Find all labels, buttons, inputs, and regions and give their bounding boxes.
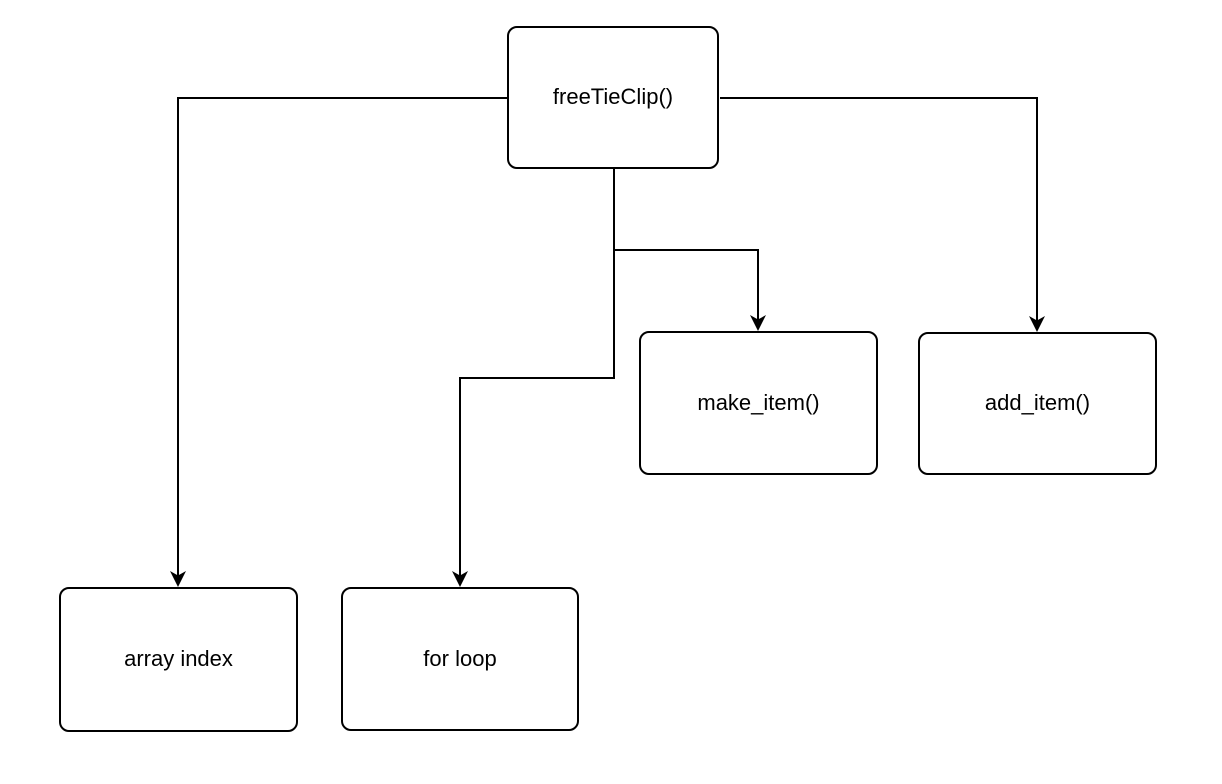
- edge-freetieclip-to-make-item: [613, 169, 766, 331]
- node-for-loop: for loop: [341, 587, 579, 731]
- edge-freetieclip-to-array-index: [170, 97, 507, 587]
- node-for-loop-label: for loop: [423, 645, 497, 671]
- edge-freetieclip-to-for-loop: [452, 169, 615, 587]
- edge-freetieclip-to-add-item: [720, 97, 1045, 332]
- node-make-item: make_item(): [639, 331, 878, 475]
- node-add-item-label: add_item(): [984, 390, 1091, 416]
- node-array-index-label: array index: [124, 646, 233, 672]
- node-freetieclip: freeTieClip(): [507, 26, 719, 169]
- node-add-item: add_item(): [918, 332, 1157, 475]
- node-freetieclip-label: freeTieClip(): [552, 84, 674, 110]
- node-make-item-label: make_item(): [697, 389, 820, 415]
- node-array-index: array index: [59, 587, 298, 732]
